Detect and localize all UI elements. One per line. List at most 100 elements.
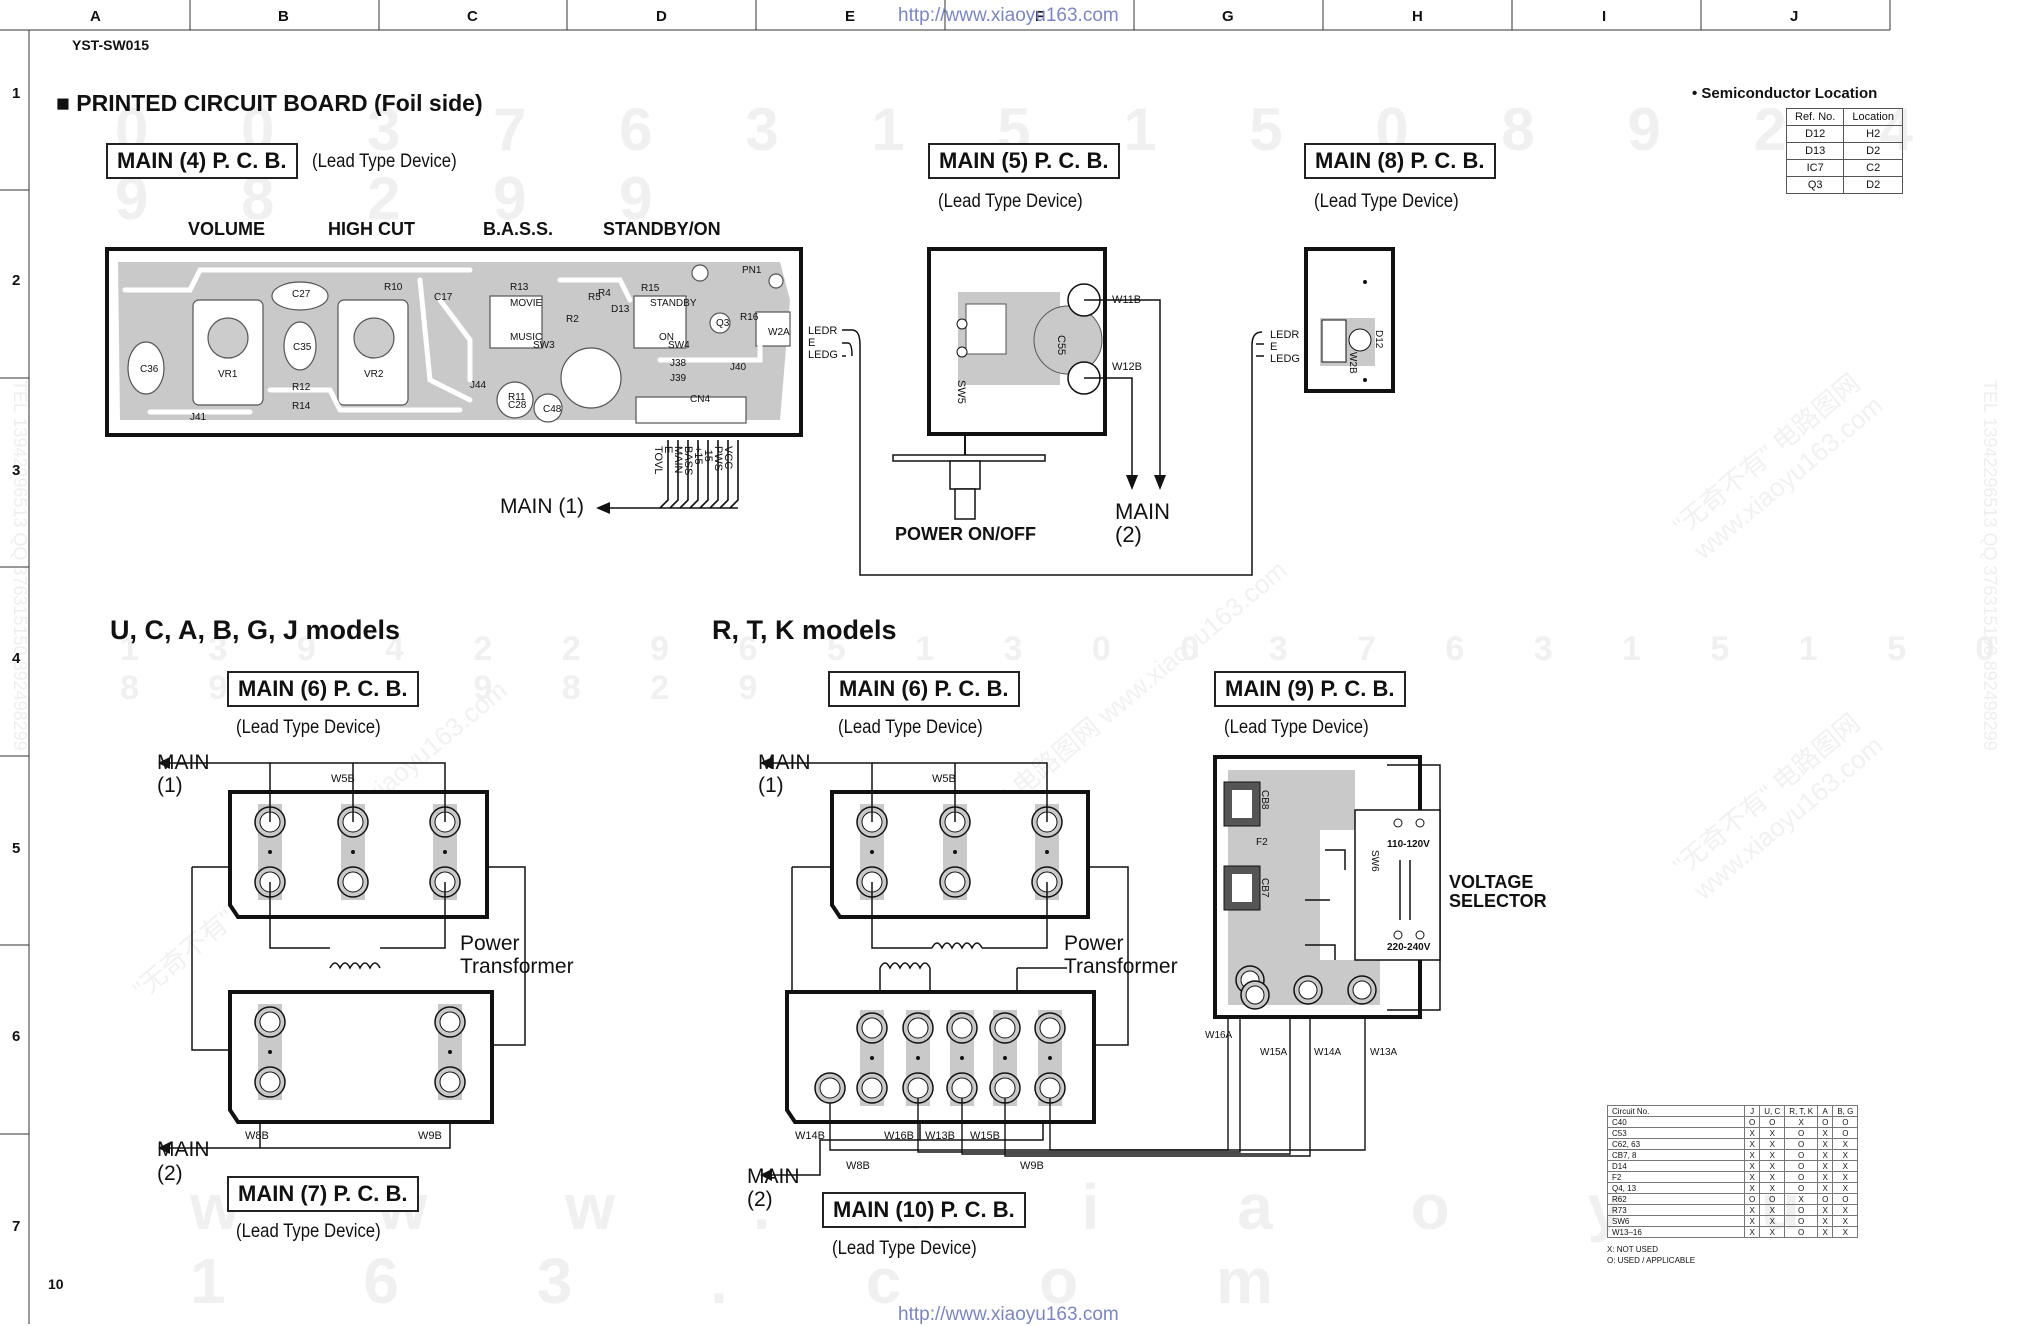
table-cell: X	[1817, 1138, 1834, 1150]
power-onoff-label: POWER ON/OFF	[895, 524, 1036, 544]
svg-text:MOVIE: MOVIE	[510, 298, 543, 309]
power-transformer-label: Power	[1064, 932, 1124, 955]
source-url-bottom[interactable]: http://www.xiaoyu163.com	[898, 1304, 1119, 1325]
table-cell: O	[1784, 1160, 1819, 1172]
grid-col-j: J	[1790, 8, 1799, 25]
table-cell: O	[1759, 1116, 1786, 1128]
model-number: YST-SW015	[72, 37, 150, 53]
board-label-main5: MAIN (5) P. C. B.	[928, 143, 1120, 179]
control-label-standby: STANDBY/ON	[603, 219, 721, 239]
svg-text:W2B: W2B	[1347, 352, 1358, 374]
svg-text:W2A: W2A	[768, 327, 790, 338]
svg-text:MUSIC: MUSIC	[510, 332, 542, 343]
source-url-top[interactable]: http://www.xiaoyu163.com	[898, 5, 1119, 26]
control-label-bass: B.A.S.S.	[483, 219, 554, 239]
svg-text:R5: R5	[588, 292, 601, 303]
table-cell: X	[1759, 1226, 1786, 1238]
table-cell: A	[1817, 1105, 1834, 1117]
table-cell: J	[1743, 1105, 1761, 1117]
table-cell: X	[1832, 1149, 1859, 1161]
table-cell: O	[1832, 1116, 1859, 1128]
grid-row-3: 3	[12, 462, 21, 479]
table-cell: X	[1759, 1204, 1786, 1216]
svg-text:J40: J40	[730, 362, 747, 373]
grid-row-2: 2	[12, 272, 21, 289]
table-cell: X	[1759, 1160, 1786, 1172]
svg-text:PN1: PN1	[742, 265, 762, 276]
table-cell: D14	[1607, 1160, 1745, 1172]
svg-text:W5B: W5B	[932, 773, 956, 785]
table-cell: X	[1817, 1215, 1834, 1227]
table-cell: X	[1817, 1204, 1834, 1216]
svg-text:SW3: SW3	[533, 340, 555, 351]
svg-text:W9B: W9B	[418, 1130, 442, 1142]
table-cell: U, C	[1759, 1105, 1786, 1117]
svg-text:C35: C35	[293, 342, 312, 353]
grid-col-i: I	[1602, 8, 1607, 25]
lead-type-note: (Lead Type Device)	[938, 191, 1083, 212]
grid-col-h: H	[1412, 8, 1423, 25]
svg-text:R4: R4	[598, 288, 611, 299]
board-label-main10: MAIN (10) P. C. B.	[822, 1192, 1026, 1228]
grid-row-5: 5	[12, 840, 21, 857]
board-label-main7: MAIN (7) P. C. B.	[227, 1176, 419, 1212]
table-cell: X	[1817, 1160, 1834, 1172]
svg-text:W9B: W9B	[1020, 1160, 1044, 1172]
table-cell: X	[1832, 1226, 1859, 1238]
main7-board	[228, 990, 494, 1124]
table-note: X: NOT USED	[1607, 1245, 1658, 1254]
table-cell: X	[1743, 1215, 1761, 1227]
page-title: ■ PRINTED CIRCUIT BOARD (Foil side)	[56, 90, 483, 116]
power-transformer-label: Power	[460, 932, 520, 955]
table-cell: X	[1817, 1226, 1834, 1238]
svg-text:W14A: W14A	[1314, 1047, 1342, 1058]
svg-text:R16: R16	[740, 312, 759, 323]
svg-text:W12B: W12B	[1112, 361, 1142, 373]
to-main2-label: MAIN	[1115, 499, 1170, 524]
svg-text:R10: R10	[384, 282, 403, 293]
table-cell: O	[1784, 1149, 1819, 1161]
svg-text:C28: C28	[508, 400, 527, 411]
table-cell: X	[1817, 1149, 1834, 1161]
table-cell: C53	[1607, 1127, 1745, 1139]
table-cell: O	[1817, 1116, 1834, 1128]
svg-text:SW6: SW6	[1369, 850, 1380, 872]
svg-text:STANDBY: STANDBY	[650, 298, 697, 309]
table-cell: X	[1743, 1204, 1761, 1216]
table-cell: X	[1759, 1149, 1786, 1161]
board-label-main6b: MAIN (6) P. C. B.	[828, 671, 1020, 707]
table-cell: X	[1743, 1138, 1761, 1150]
svg-text:LEDG: LEDG	[808, 349, 838, 361]
control-label-high-cut: HIGH CUT	[328, 219, 415, 239]
table-cell: R, T, K	[1784, 1105, 1819, 1117]
table-cell: O	[1817, 1193, 1834, 1205]
table-cell: X	[1743, 1182, 1761, 1194]
table-cell: C62, 63	[1607, 1138, 1745, 1150]
svg-text:C55: C55	[1055, 335, 1067, 355]
table-cell: X	[1759, 1127, 1786, 1139]
svg-text:W13A: W13A	[1370, 1047, 1398, 1058]
table-cell: O	[1832, 1127, 1859, 1139]
section-ucabgj: U, C, A, B, G, J models	[110, 615, 401, 645]
table-cell: X	[1784, 1193, 1819, 1205]
voltage-selector-label: SELECTOR	[1449, 891, 1547, 911]
table-cell: X	[1832, 1204, 1859, 1216]
svg-text:W11B: W11B	[1112, 294, 1141, 306]
svg-text:J38: J38	[670, 358, 687, 369]
table-cell: X	[1759, 1138, 1786, 1150]
table-cell: X	[1743, 1127, 1761, 1139]
voltage-selector-label: VOLTAGE	[1449, 872, 1534, 892]
table-cell: X	[1743, 1160, 1761, 1172]
board-label-main8: MAIN (8) P. C. B.	[1304, 143, 1496, 179]
table-cell: X	[1759, 1171, 1786, 1183]
svg-text:VR1: VR1	[218, 369, 238, 380]
svg-text:CB8: CB8	[1259, 790, 1270, 810]
